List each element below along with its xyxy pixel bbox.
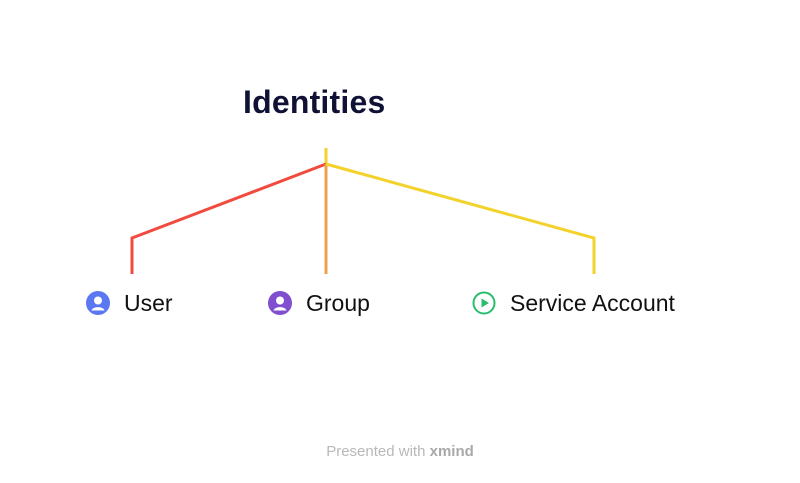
topic-label: Group xyxy=(306,289,370,316)
topic-service-account[interactable]: Service Account xyxy=(472,288,675,318)
root-topic[interactable]: Identities xyxy=(243,84,386,120)
topic-label: User xyxy=(124,289,173,316)
topic-group[interactable]: Group xyxy=(268,288,370,318)
footer-credit: Presented with xmind xyxy=(0,443,800,460)
user-icon xyxy=(268,291,292,315)
topic-label: Service Account xyxy=(510,289,675,316)
footer-brand: xmind xyxy=(429,443,474,460)
branch-line-service-account xyxy=(325,162,596,274)
footer-prefix: Presented with xyxy=(326,443,426,460)
play-icon xyxy=(472,291,496,315)
user-icon xyxy=(86,291,110,315)
branch-line-user xyxy=(130,162,327,274)
topic-user[interactable]: User xyxy=(86,288,173,318)
